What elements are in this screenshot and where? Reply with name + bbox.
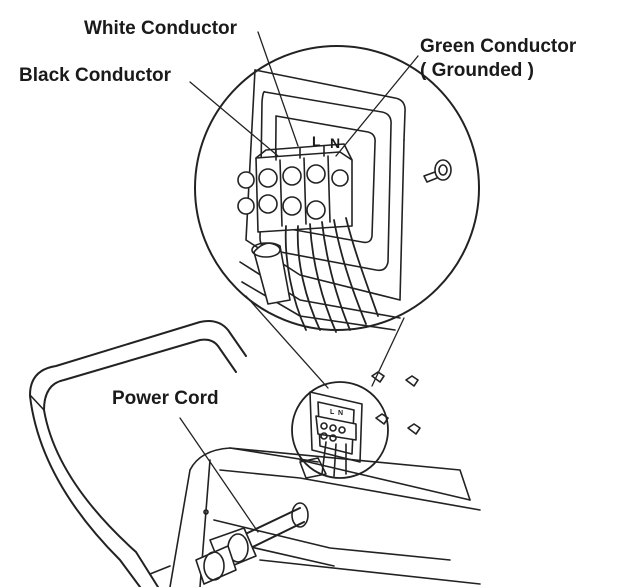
green-conductor-leader: [335, 55, 419, 157]
small-callout: [291, 381, 389, 479]
generator-unit: [29, 320, 481, 587]
small-terminal-mark-n: N: [338, 410, 343, 417]
magnified-view: [194, 45, 480, 333]
conductor-wires: [284, 217, 379, 333]
white-conductor-label: White Conductor: [84, 18, 238, 39]
white-conductor-leader: [257, 31, 299, 147]
mounting-stud: [423, 159, 452, 183]
mounting-nubs: [371, 371, 421, 435]
small-terminal-mark-l: L: [330, 409, 335, 416]
terminal-mark-n: N: [330, 135, 340, 151]
cord-sheath: [251, 242, 291, 305]
terminal-mark-l: L: [312, 133, 321, 149]
power-cord: [195, 502, 309, 585]
callout-connector-right: [371, 317, 405, 387]
leader-lines: [179, 31, 419, 533]
black-conductor-leader: [189, 81, 279, 157]
grounded-label: ( Grounded ): [420, 60, 534, 81]
black-conductor-label: Black Conductor: [19, 65, 172, 86]
callout-connector-left: [245, 295, 329, 389]
power-cord-label: Power Cord: [112, 388, 219, 409]
green-conductor-label: Green Conductor: [420, 36, 577, 57]
terminal-block: [237, 143, 353, 233]
power-cord-leader: [179, 417, 259, 533]
